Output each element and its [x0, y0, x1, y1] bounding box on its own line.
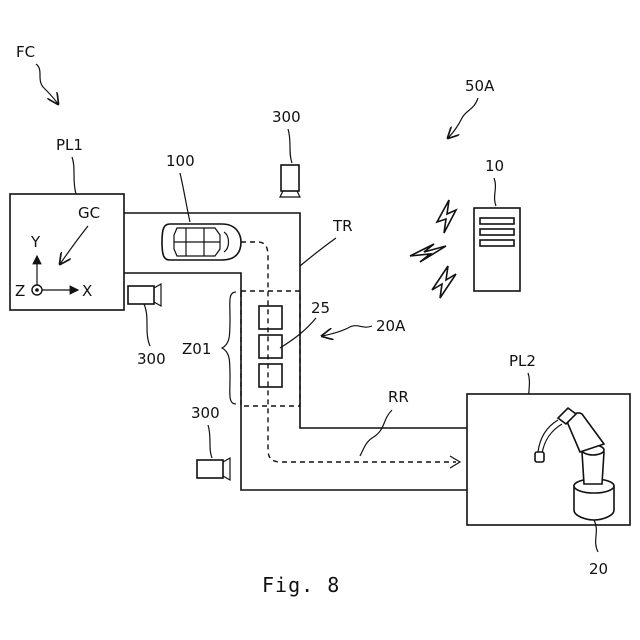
- label-robot: 20: [589, 560, 608, 578]
- label-camera-top: 300: [272, 108, 301, 126]
- camera-icon-top: [280, 165, 300, 197]
- vehicle-icon: [162, 224, 241, 260]
- label-fc: FC: [16, 43, 35, 61]
- brace-z01: [222, 292, 236, 404]
- label-camera-bottom: 300: [191, 404, 220, 422]
- axis-label-x: X: [82, 282, 92, 300]
- label-z01: Z01: [182, 340, 211, 358]
- leader-ref20a: [322, 326, 372, 336]
- workstation-pl1: [10, 194, 124, 310]
- leader-server: [494, 178, 496, 206]
- label-rr: RR: [388, 388, 409, 406]
- leader-camera-bottom: [208, 425, 212, 458]
- leader-pl1: [72, 157, 76, 194]
- figure-caption: Fig. 8: [262, 573, 340, 597]
- leader-ref25: [280, 318, 316, 348]
- label-vehicle: 100: [166, 152, 195, 170]
- workpiece-box-2: [259, 335, 282, 358]
- axis-label-z: Z: [15, 282, 25, 300]
- leader-fc: [36, 64, 58, 104]
- label-ref50a: 50A: [465, 77, 495, 95]
- server-icon: [474, 208, 520, 291]
- label-gc: GC: [78, 204, 100, 222]
- label-pl2: PL2: [509, 352, 536, 370]
- axis-label-y: Y: [30, 233, 41, 251]
- label-ref20a: 20A: [376, 317, 406, 335]
- camera-icon-left: [128, 284, 161, 306]
- leader-rr: [360, 410, 392, 456]
- workpiece-box-1: [259, 306, 282, 329]
- camera-icon-bottom: [197, 458, 230, 480]
- wireless-signal-icon: [410, 200, 456, 298]
- leader-ref50a: [448, 98, 478, 138]
- label-tr: TR: [332, 217, 353, 235]
- leader-camera-left: [144, 304, 150, 346]
- leader-vehicle: [180, 173, 190, 222]
- label-ref25: 25: [311, 299, 330, 317]
- leader-camera-top: [288, 129, 292, 163]
- label-pl1: PL1: [56, 136, 83, 154]
- leader-tr: [300, 238, 336, 266]
- label-server: 10: [485, 157, 504, 175]
- label-camera-left: 300: [137, 350, 166, 368]
- workpiece-box-3: [259, 364, 282, 387]
